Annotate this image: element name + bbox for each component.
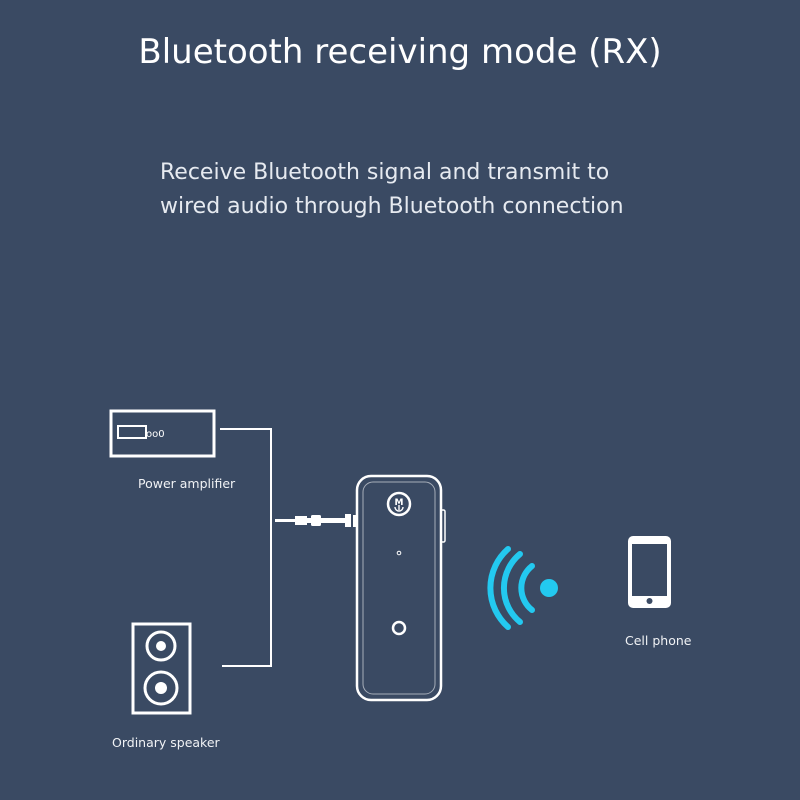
audio-jack-icon (275, 514, 351, 527)
cell-phone-icon (628, 536, 671, 608)
power-amplifier-icon: oo0 (109, 409, 216, 458)
wireless-signal-icon (487, 546, 558, 630)
subtitle: Receive Bluetooth signal and transmit to… (160, 156, 720, 224)
ordinary-speaker-label: Ordinary speaker (112, 735, 220, 750)
subtitle-line-2: wired audio through Bluetooth connection (160, 194, 624, 219)
bluetooth-receiver-icon: M (353, 474, 446, 702)
page-title: Bluetooth receiving mode (RX) (138, 32, 662, 72)
device-button-letter: M (395, 498, 404, 508)
cell-phone-label: Cell phone (625, 633, 692, 648)
speaker-icon (131, 622, 192, 715)
power-amplifier-label: Power amplifier (138, 476, 236, 491)
connection-lines (220, 428, 272, 667)
subtitle-line-1: Receive Bluetooth signal and transmit to (160, 160, 610, 185)
amp-display-text: oo0 (146, 429, 165, 440)
